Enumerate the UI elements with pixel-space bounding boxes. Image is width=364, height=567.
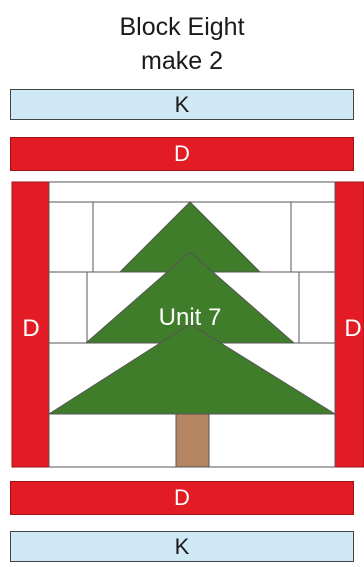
strip-d-right-label: D [344,315,361,342]
unit-label: Unit 7 [159,304,222,331]
strip-k-bottom-label: K [175,536,190,558]
strip-k-bottom: K [10,531,354,562]
strip-d-bottom-label: D [174,487,190,509]
tree-trunk [176,414,209,467]
strip-d-left-label: D [22,315,39,342]
strip-d-bottom: D [10,481,354,515]
